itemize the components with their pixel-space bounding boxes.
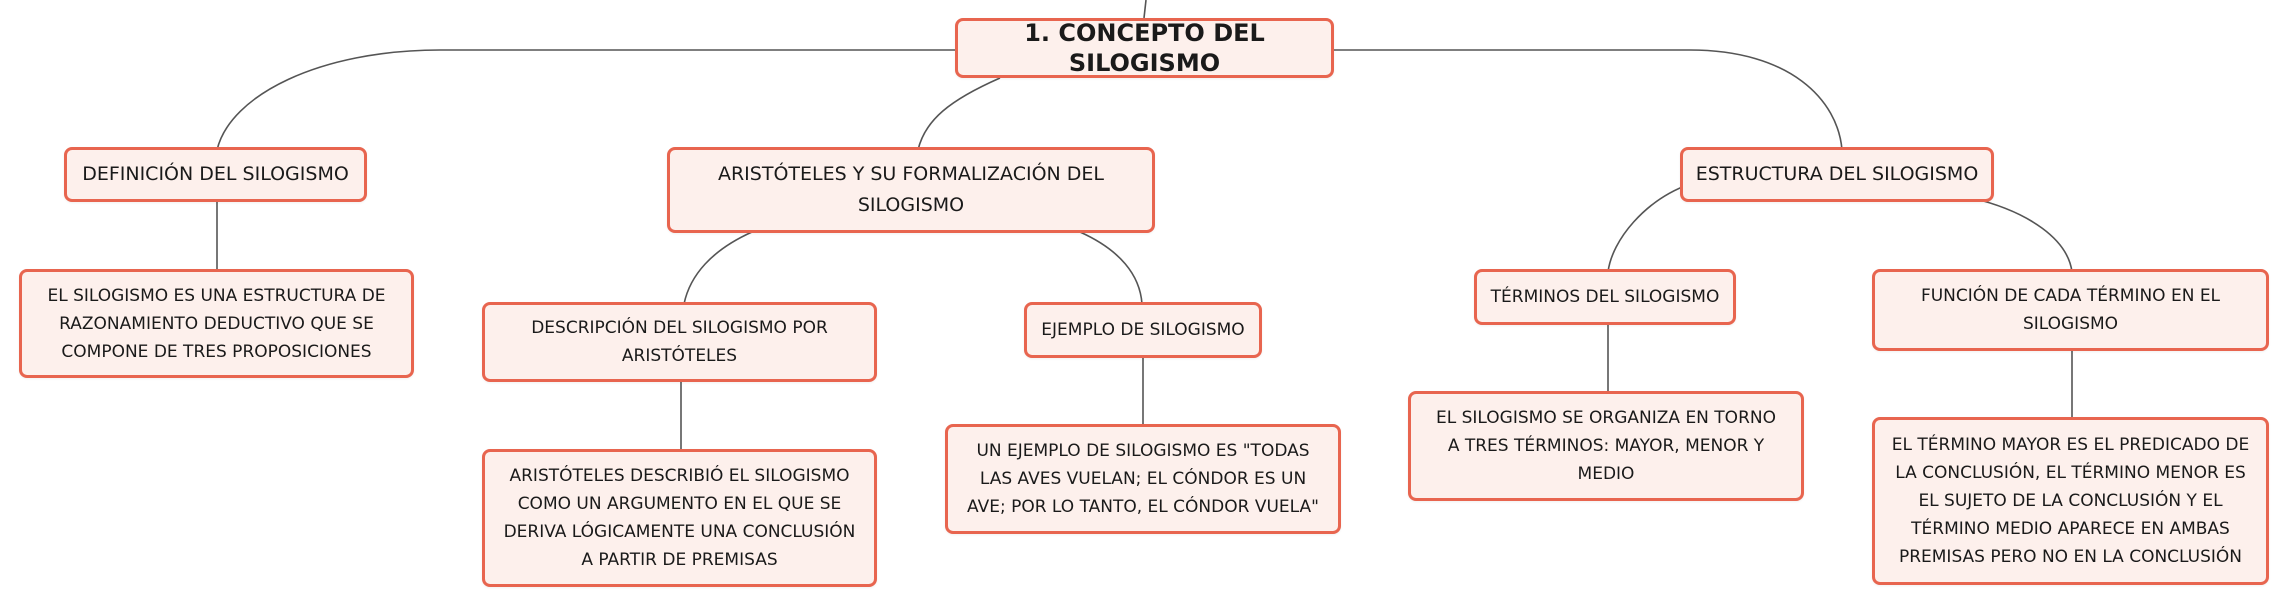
subtopic-terminos-label: TÉRMINOS DEL SILOGISMO — [1490, 287, 1720, 307]
connector-root-to-aristoteles — [917, 77, 1001, 151]
connector-root-to-estructura — [1331, 49, 1843, 151]
topic-estructura-label: ESTRUCTURA DEL SILOGISMO — [1695, 163, 1979, 185]
connector-aristoteles-to-ejemplo — [1079, 231, 1143, 305]
topic-estructura[interactable]: ESTRUCTURA DEL SILOGISMO — [1680, 147, 1994, 202]
subtopic-terminos[interactable]: TÉRMINOS DEL SILOGISMO — [1474, 269, 1736, 325]
connector-estructura-to-funcion — [1971, 197, 2073, 273]
subtopic-ejemplo-label: EJEMPLO DE SILOGISMO — [1041, 320, 1245, 340]
detail-funcion-label: EL TÉRMINO MAYOR ES EL PREDICADO DE LA C… — [1891, 435, 2250, 567]
root-node[interactable]: 1. CONCEPTO DEL SILOGISMO — [955, 18, 1334, 78]
detail-ejemplo[interactable]: UN EJEMPLO DE SILOGISMO ES "TODAS LAS AV… — [945, 424, 1341, 534]
subtopic-definicion-detalle-label: EL SILOGISMO ES UNA ESTRUCTURA DE RAZONA… — [47, 285, 386, 362]
subtopic-definicion-detalle[interactable]: EL SILOGISMO ES UNA ESTRUCTURA DE RAZONA… — [19, 269, 414, 378]
detail-terminos[interactable]: EL SILOGISMO SE ORGANIZA EN TORNO A TRES… — [1408, 391, 1804, 501]
topic-definicion-label: DEFINICIÓN DEL SILOGISMO — [82, 163, 349, 185]
detail-descripcion[interactable]: ARISTÓTELES DESCRIBIÓ EL SILOGISMO COMO … — [482, 449, 877, 587]
connector-root-to-definicion — [216, 49, 955, 151]
connector-parent-to-root — [1143, 0, 1147, 19]
root-node-label: 1. CONCEPTO DEL SILOGISMO — [1024, 19, 1265, 77]
topic-definicion[interactable]: DEFINICIÓN DEL SILOGISMO — [64, 147, 367, 202]
subtopic-funcion[interactable]: FUNCIÓN DE CADA TÉRMINO EN EL SILOGISMO — [1872, 269, 2269, 351]
connector-aristoteles-to-descripcion — [683, 231, 753, 305]
subtopic-ejemplo[interactable]: EJEMPLO DE SILOGISMO — [1024, 302, 1262, 358]
subtopic-funcion-label: FUNCIÓN DE CADA TÉRMINO EN EL SILOGISMO — [1920, 286, 2221, 334]
detail-descripcion-label: ARISTÓTELES DESCRIBIÓ EL SILOGISMO COMO … — [503, 466, 856, 570]
subtopic-descripcion[interactable]: DESCRIPCIÓN DEL SILOGISMO POR ARISTÓTELE… — [482, 302, 877, 382]
detail-terminos-label: EL SILOGISMO SE ORGANIZA EN TORNO A TRES… — [1436, 408, 1776, 484]
subtopic-descripcion-label: DESCRIPCIÓN DEL SILOGISMO POR ARISTÓTELE… — [531, 318, 828, 366]
topic-aristoteles[interactable]: ARISTÓTELES Y SU FORMALIZACIÓN DEL SILOG… — [667, 147, 1155, 233]
detail-ejemplo-label: UN EJEMPLO DE SILOGISMO ES "TODAS LAS AV… — [967, 441, 1319, 517]
detail-funcion[interactable]: EL TÉRMINO MAYOR ES EL PREDICADO DE LA C… — [1872, 417, 2269, 585]
topic-aristoteles-label: ARISTÓTELES Y SU FORMALIZACIÓN DEL SILOG… — [717, 163, 1105, 216]
connector-estructura-to-terminos — [1607, 183, 1691, 273]
